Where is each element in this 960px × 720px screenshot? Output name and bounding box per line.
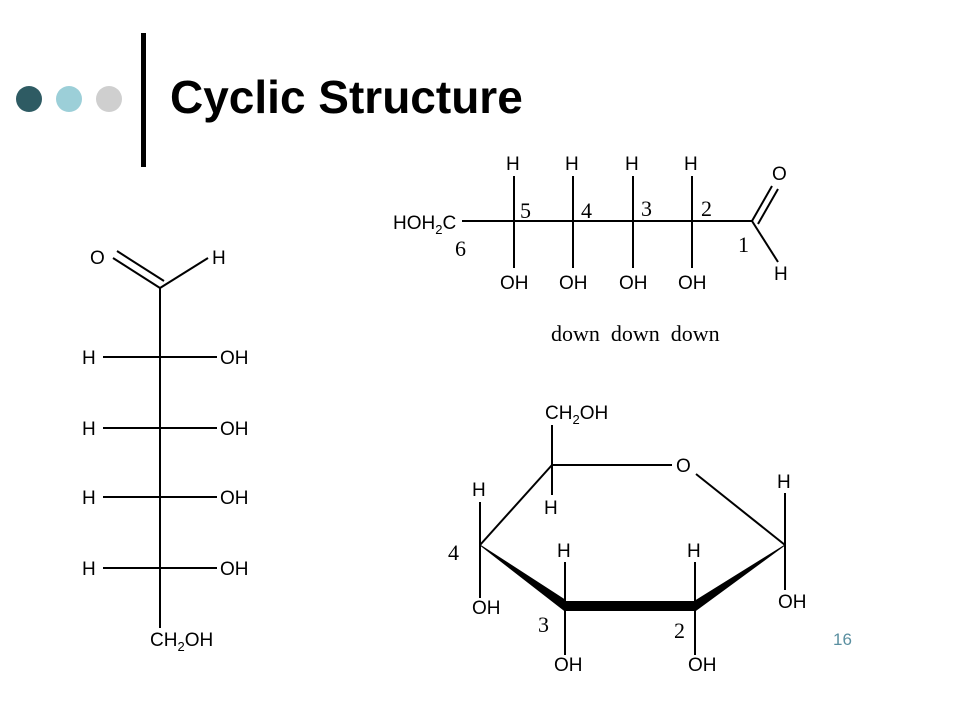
ring-c2-h: H: [687, 541, 701, 562]
ring-ch2oh-a: CH: [545, 403, 572, 424]
fischer-ch-bond: [159, 257, 209, 289]
chain-c4-h: H: [565, 154, 579, 175]
chain-aldehyde-o: O: [772, 164, 787, 185]
chain-co-bond-2: [757, 188, 779, 225]
chain-left-sub: 2: [435, 222, 442, 237]
ring-wedge-c2-c1: [694, 544, 786, 612]
chain-num-1: 1: [738, 232, 749, 257]
chain-co-bond-1: [751, 185, 773, 222]
fischer-projection: [103, 250, 217, 628]
fischer-co-bond-1: [112, 257, 161, 289]
ring-c3-num: 3: [538, 612, 549, 637]
ring-c3-oh: OH: [554, 655, 583, 676]
chain-c2-oh: OH: [678, 273, 707, 294]
chain-aldehyde-h: H: [774, 264, 788, 285]
fischer-bottom-sub: 2: [177, 639, 184, 654]
chain-c5-h: H: [506, 154, 520, 175]
pyranose-ring: [479, 425, 786, 655]
fischer-bottom-a: CH: [150, 630, 177, 651]
fischer-row-1-right: OH: [220, 348, 249, 369]
chain-num-6: 6: [455, 236, 466, 261]
chain-c3-h: H: [625, 154, 639, 175]
chain-left-a: HOH: [393, 213, 435, 234]
bullet-dot-light: [56, 86, 82, 112]
ring-ch2oh: CH2OH: [545, 403, 608, 427]
chain-c5-oh: OH: [500, 273, 529, 294]
page-number: 16: [833, 630, 852, 649]
chain-num-5: 5: [520, 198, 531, 223]
slide-title: Cyclic Structure: [170, 71, 523, 123]
ring-c2-num: 2: [674, 618, 685, 643]
fischer-row-2-right: OH: [220, 419, 249, 440]
ring-ch2oh-sub: 2: [572, 412, 579, 427]
chain-left-group: HOH2C: [393, 213, 456, 237]
bullet-dot-dark: [16, 86, 42, 112]
fischer-bottom-b: OH: [185, 630, 214, 651]
ring-ch2oh-b: OH: [580, 403, 609, 424]
ring-c4-h: H: [472, 480, 486, 501]
chain-c3-oh: OH: [619, 273, 648, 294]
chain-caption: down down down: [551, 321, 720, 346]
title-divider: [141, 33, 146, 167]
ring-c3-h: H: [557, 541, 571, 562]
fischer-top-h: H: [212, 248, 226, 269]
ring-c1-h: H: [777, 472, 791, 493]
chain-ch-bond: [751, 220, 779, 263]
ring-c1-oh: OH: [778, 592, 807, 613]
fischer-row-3-right: OH: [220, 488, 249, 509]
chain-c4-oh: OH: [559, 273, 588, 294]
fischer-row-4-left: H: [82, 559, 96, 580]
bullet-dot-gray: [96, 86, 122, 112]
ring-c4-oh: OH: [472, 598, 501, 619]
fischer-row-4-right: OH: [220, 559, 249, 580]
ring-c2-oh: OH: [688, 655, 717, 676]
fischer-top-o: O: [90, 248, 105, 269]
fischer-row-3-left: H: [82, 488, 96, 509]
ring-c5-h: H: [544, 498, 558, 519]
fischer-bottom-group: CH2OH: [150, 630, 213, 654]
ring-c4-num: 4: [448, 540, 459, 565]
ring-bold-c3-c2: [565, 601, 695, 611]
chain-c2-h: H: [684, 154, 698, 175]
fischer-row-2-left: H: [82, 419, 96, 440]
chain-num-3: 3: [641, 196, 652, 221]
chain-num-2: 2: [701, 196, 712, 221]
fischer-co-bond-2: [116, 250, 165, 282]
ring-c5-c4-bond: [479, 464, 553, 546]
chain-left-b: C: [442, 213, 456, 234]
ring-o-c1-bond: [695, 473, 786, 546]
fischer-row-1-left: H: [82, 348, 96, 369]
chain-num-4: 4: [581, 198, 592, 223]
open-chain: [462, 176, 779, 268]
ring-oxygen: O: [676, 456, 691, 477]
